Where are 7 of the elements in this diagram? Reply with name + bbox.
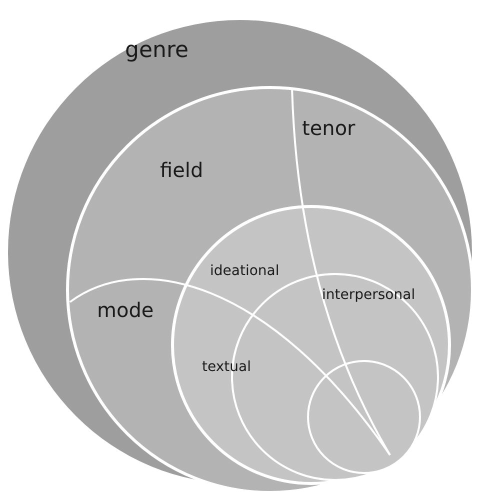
register-label: mode <box>97 300 154 320</box>
metafunction-label: ideational <box>210 264 280 278</box>
metafunction-label: textual <box>202 360 251 374</box>
metafunction-label: interpersonal <box>322 288 416 302</box>
circle-title: genre <box>125 40 189 62</box>
register-label: tenor <box>302 118 356 138</box>
register-label: field <box>160 160 204 180</box>
